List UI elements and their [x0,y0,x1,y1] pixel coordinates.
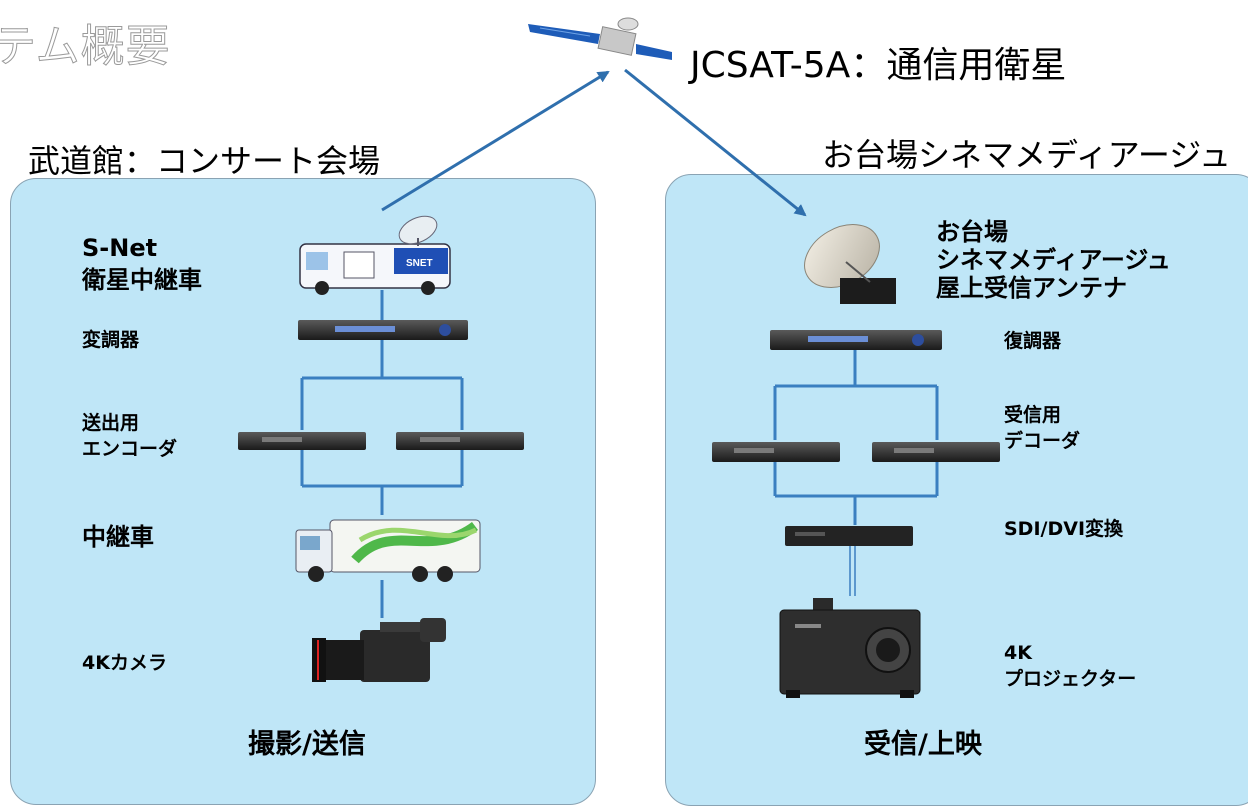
demodulator-label: 復調器 [1004,330,1062,352]
encoder-label: 送出用 エンコーダ [82,410,177,462]
projector-label: 4K プロジェクター [1004,640,1136,692]
rack-device-icon [712,442,840,462]
sng-van-label: S-Net 衛星中継車 [82,232,202,296]
rack-device-icon [396,432,524,450]
van-logo: SNET [406,258,433,269]
projector-label-line1: 4K [1004,642,1032,664]
receive-site-panel [665,174,1248,806]
receive-footer: 受信/上映 [864,729,982,760]
projector-label-line2: プロジェクター [1004,668,1137,690]
projector-icon [779,598,921,698]
ob-van-label: 中継車 [82,523,154,551]
sng-van-label-line1: S-Net [82,234,158,262]
antenna-label: お台場 シネマメディアージュ 屋上受信アンテナ [936,218,1171,302]
dish-antenna-icon [804,224,896,304]
decoder-label-line2: デコーダ [1004,430,1081,452]
sng-van-icon: SNET [299,215,451,295]
left-signal-path [300,290,464,618]
satellite-icon [528,17,672,60]
encoder-label-line1: 送出用 [82,412,140,434]
sng-van-label-line2: 衛星中継車 [82,266,202,294]
uplink-arrow [381,70,610,212]
modulator-label: 変調器 [82,329,140,351]
decoder-label: 受信用 デコーダ [1004,402,1080,454]
camera-icon [312,618,446,682]
converter-label: SDI/DVI変換 [1004,518,1124,540]
converter-box-icon [785,526,913,546]
antenna-label-line3: 屋上受信アンテナ [936,274,1128,302]
rack-device-icon [298,320,468,340]
encoder-label-line2: エンコーダ [82,438,178,460]
satellite-label: JCSAT-5A：通信用衛星 [690,45,1067,86]
decoder-label-line1: 受信用 [1004,404,1062,426]
right-signal-path [773,350,939,596]
antenna-label-line2: シネマメディアージュ [936,246,1171,274]
rack-device-icon [238,432,366,450]
transmit-venue-title: 武道館：コンサート会場 [28,142,381,180]
antenna-label-line1: お台場 [936,218,1008,246]
page-title-fragment: テム概要 [0,21,171,73]
ob-truck-icon [295,519,481,582]
receive-venue-title: お台場シネマメディアージュ [822,136,1231,174]
rack-device-icon [872,442,1000,462]
downlink-arrow [624,68,807,217]
rack-device-icon [770,330,942,350]
transmit-footer: 撮影/送信 [248,729,366,760]
camera-label: 4Kカメラ [82,652,167,674]
